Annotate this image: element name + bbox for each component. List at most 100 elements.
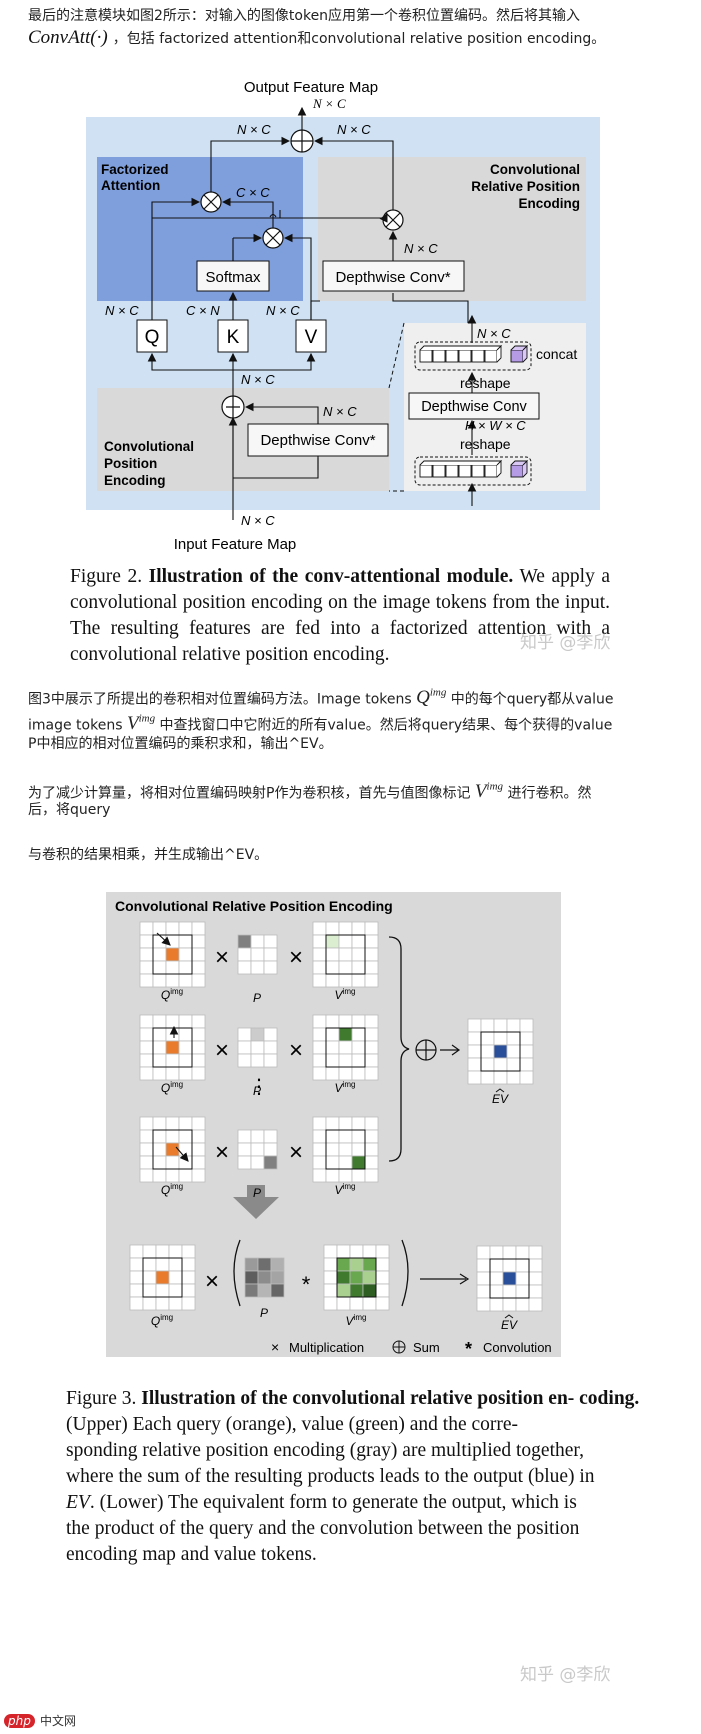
vertical-dots: ⋮ (249, 1076, 269, 1098)
figure-2-diagram: Output Feature Map Input Feature Map Fac… (86, 79, 600, 553)
inset-depthwise-box (408, 392, 540, 420)
fig3-caption-l5: . (Lower) The equivalent form to generat… (89, 1492, 577, 1513)
fig3-caption-prefix: Figure 3. (66, 1388, 142, 1409)
para2-l1b: 中的每个query都从value (450, 691, 614, 708)
concat-label: concat (536, 346, 577, 362)
intro-line-1: 最后的注意模块如图2所示：对输入的图像token应用第一个卷积位置编码。然后将其… (28, 8, 581, 24)
figure-3-diagram: Convolutional Relative Position Encoding… (106, 892, 561, 1359)
convatt-formula: ConvAtt(·) (28, 27, 108, 48)
dim-nc-crpe: N × C (404, 241, 438, 256)
v-grid-2 (312, 1014, 379, 1081)
down-arrow-icon (233, 1185, 279, 1219)
p-grid-lower (244, 1257, 285, 1298)
crpe-depthwise-label: Depthwise Conv* (335, 269, 450, 286)
q-box (136, 319, 168, 353)
intro-line-2: ConvAtt(·) ，包括 factorized attention和conv… (28, 27, 701, 53)
input-feature-map-label: Input Feature Map (174, 536, 297, 553)
v-img-symbol-2: Vimg (474, 781, 504, 803)
k-label: K (227, 327, 240, 348)
ev-label-upper: EV (492, 1092, 509, 1106)
legend-multiplication-symbol: × (271, 1339, 279, 1355)
v-grid-3 (312, 1116, 379, 1183)
dim-cn-k: C × N (186, 303, 220, 318)
crpe-label-1: Convolutional (490, 162, 580, 177)
ev-hat-1 (495, 1088, 505, 1093)
php-logo-badge: php (4, 1714, 35, 1728)
ev-grid-upper (467, 1018, 534, 1085)
p-label-3: P (253, 1186, 261, 1200)
factorized-label-2: Attention (101, 178, 160, 193)
reshape-lower-label: reshape (460, 436, 511, 452)
fig3-caption-bold: Illustration of the convolutional relati… (141, 1388, 640, 1409)
para4: 与卷积的结果相乘，并生成输出^EV。 (28, 847, 269, 863)
para2-l2a: image tokens (28, 717, 123, 734)
ev-math: EV (66, 1492, 90, 1513)
p-grid-2 (237, 1027, 278, 1068)
dim-nc-right: N × C (337, 122, 371, 137)
watermark-1: 知乎 @李欣 (520, 633, 611, 653)
v-img-symbol: Vimg (126, 713, 156, 735)
q-grid-3 (139, 1116, 206, 1183)
q-grid-2 (139, 1014, 206, 1081)
q-img-symbol: Qimg (416, 687, 447, 709)
p-label-1: P (253, 991, 261, 1005)
fig3-caption-l3: sponding relative position encoding (gra… (66, 1440, 584, 1461)
cpe-depthwise-box (247, 423, 389, 457)
multiply-3a: × (215, 1139, 229, 1166)
para2-line-1: 图3中展示了所提出的卷积相对位置编码方法。Image tokens Qimg 中… (28, 681, 613, 711)
para2-l1a: 图3中展示了所提出的卷积相对位置编码方法。Image tokens (28, 691, 412, 708)
dim-nc-v: N × C (266, 303, 300, 318)
p-grid-3 (237, 1129, 278, 1170)
inset-depthwise-label: Depthwise Conv (421, 399, 527, 415)
figure-3-caption: Figure 3. Illustration of the convolutio… (66, 1386, 639, 1568)
convolution-operator: * (302, 1272, 311, 1297)
para3-l1b: 进行卷积。然 (507, 785, 592, 802)
crpe-depthwise-box (322, 260, 465, 292)
php-logo-text: 中文网 (39, 1714, 76, 1728)
dim-nc-concat: N × C (477, 326, 511, 341)
ev-hat-2 (504, 1314, 514, 1319)
fig2-caption-prefix: Figure 2. (70, 566, 149, 587)
para2-line-3: P中相应的相对位置编码的乘积求和，输出^EV。 (28, 736, 333, 752)
v-label: V (305, 327, 318, 348)
cpe-label-2: Position (104, 456, 157, 471)
p-grid-1 (237, 934, 278, 975)
crpe-label-3: Encoding (519, 196, 581, 211)
q-grid-lower (129, 1244, 196, 1311)
q-grid-1 (139, 921, 206, 988)
multiply-1b: × (289, 944, 303, 971)
token-row-lower (414, 456, 532, 486)
p-label-lower: P (260, 1306, 268, 1320)
p-label-2: P (253, 1084, 261, 1098)
sum-brace (388, 936, 410, 1162)
para2-l2b: 中查找窗口中它附近的所有value。然后将query结果、每个获得的value (159, 717, 613, 734)
softmax-label: Softmax (205, 269, 261, 286)
intro-line-2-text: ，包括 factorized attention和convolutional r… (112, 31, 606, 47)
output-feature-map-label: Output Feature Map (244, 79, 378, 96)
dim-nc-q: N × C (105, 303, 139, 318)
q-arrow-3 (175, 1146, 189, 1162)
cpe-label-3: Encoding (104, 473, 166, 488)
crpe-label-2: Relative Position (471, 179, 580, 194)
legend-sum: Sum (413, 1340, 440, 1355)
fig3-caption-l4: where the sum of the resulting products … (66, 1466, 595, 1487)
factorized-label-1: Factorized (101, 162, 169, 177)
dim-nc-output: N × C (312, 96, 346, 111)
fig3-caption-l2: (Upper) Each query (orange), value (gree… (66, 1414, 519, 1435)
dim-nc-cpe: N × C (323, 404, 357, 419)
fig3-title: Convolutional Relative Position Encoding (115, 898, 393, 914)
multiply-2b: × (289, 1037, 303, 1064)
softmax-box (196, 260, 270, 292)
fig3-caption-l6: the product of the query and the convolu… (66, 1518, 580, 1539)
multiply-1a: × (215, 944, 229, 971)
dim-cc: C × C (236, 185, 270, 200)
ev-grid-lower (476, 1245, 543, 1312)
watermark-2: 知乎 @李欣 (520, 1665, 611, 1685)
fig3-caption-l7: encoding map and value tokens. (66, 1544, 317, 1565)
figure-2-caption: Figure 2. Illustration of the conv-atten… (70, 564, 610, 668)
q-label: Q (145, 327, 160, 348)
ev-label-lower: EV (501, 1318, 518, 1332)
dim-nc-input: N × C (241, 513, 275, 528)
dim-nc-left: N × C (237, 122, 271, 137)
dim-nc-mid: N × C (241, 372, 275, 387)
